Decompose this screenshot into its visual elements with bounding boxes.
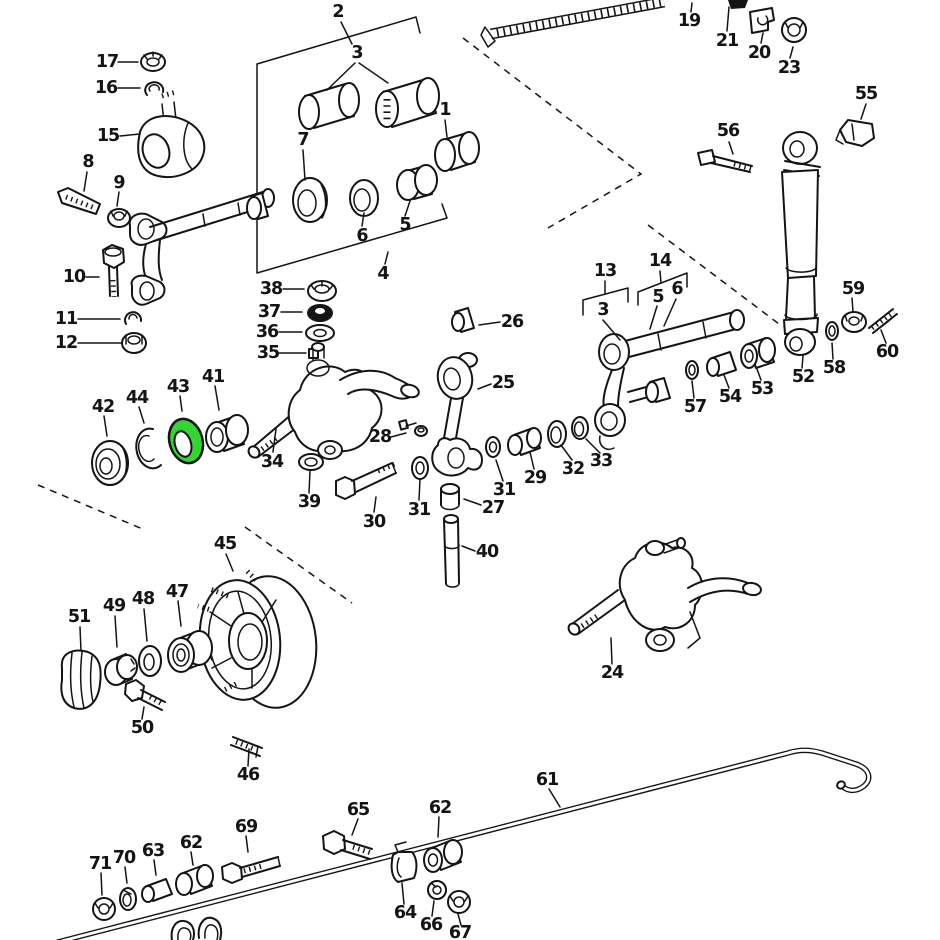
bolt-65	[322, 830, 373, 860]
bearing-47	[167, 630, 213, 673]
castle-nut-38	[307, 280, 337, 302]
washer-36	[305, 324, 335, 342]
castle-nut-49	[104, 653, 138, 686]
stabilizer-bar-61	[56, 747, 872, 940]
nut-71	[92, 897, 116, 921]
bolt-30	[335, 461, 397, 500]
o-ring-39	[298, 453, 324, 471]
ring-33	[571, 416, 589, 440]
steering-knuckle-34	[247, 342, 420, 460]
bolt-56	[697, 149, 753, 173]
nut-12	[121, 332, 147, 354]
lock-nut-17	[140, 51, 166, 72]
torsion-bar-rod	[480, 0, 666, 48]
bushing-62-left	[175, 864, 214, 896]
spacer-sleeve-63	[141, 878, 173, 903]
bolt-50	[124, 679, 166, 711]
bracket-55	[835, 119, 875, 147]
group-2-bracket-box	[256, 16, 448, 274]
seal-ring-7	[292, 177, 328, 223]
nut-23	[781, 17, 807, 43]
bushing-5	[396, 164, 438, 201]
clamp-20	[749, 7, 775, 34]
snap-clip-16	[144, 81, 165, 96]
bushing-26	[451, 307, 475, 333]
washer-48	[138, 645, 162, 677]
idler-link-25	[431, 352, 483, 477]
group-14-bracket	[637, 272, 688, 306]
bushing-in-box-left	[246, 192, 269, 220]
nut-67	[447, 890, 471, 914]
dashed-group-lines	[37, 37, 784, 604]
bushing-3a	[298, 82, 360, 130]
bolt-21-top-edge	[728, 0, 748, 9]
wheel-hub-45	[195, 569, 318, 709]
bushing-27	[440, 483, 460, 511]
clip-11	[124, 311, 143, 325]
bushing-1	[434, 131, 480, 172]
washer-31-left	[411, 456, 429, 480]
bolt-and-nut-28	[398, 419, 428, 437]
bolt-10	[102, 244, 125, 298]
wheel-bearing-42	[91, 440, 129, 486]
pin-40	[443, 514, 460, 588]
washer-57	[685, 360, 699, 380]
bolt-69	[221, 856, 281, 884]
threaded-pin-60	[868, 308, 898, 334]
highlighted-seal-ring-43[interactable]	[164, 415, 208, 467]
snap-ring-44	[135, 427, 162, 470]
lower-arm-shaft-assembly	[128, 188, 275, 306]
shock-absorber	[781, 131, 821, 356]
lower-arm-right	[594, 309, 745, 450]
nut-59	[841, 311, 867, 333]
ball-joint-15	[137, 89, 206, 178]
stud-46	[230, 736, 263, 758]
bushing-41	[205, 414, 249, 453]
washer-66	[427, 880, 447, 900]
ring-32	[547, 420, 567, 448]
clamp-64	[390, 841, 418, 883]
nut-9	[107, 208, 131, 228]
leader-lines	[77, 2, 887, 926]
washer-31-right	[485, 436, 501, 458]
grease-cap-51	[60, 649, 102, 710]
bushing-53	[740, 337, 776, 369]
ring-6	[349, 179, 379, 217]
nut-37	[307, 304, 333, 322]
group-13-bracket	[582, 287, 629, 316]
needle-bearing-3b	[375, 77, 440, 128]
sleeve-54	[706, 351, 737, 377]
steering-knuckle-24	[567, 537, 762, 652]
bushing-62-right	[423, 839, 463, 873]
bar-clamp-loops	[170, 916, 223, 940]
lock-washer-70	[119, 887, 137, 911]
bolt-8	[57, 187, 101, 215]
sleeve-29	[507, 427, 542, 456]
washer-58	[825, 321, 839, 341]
